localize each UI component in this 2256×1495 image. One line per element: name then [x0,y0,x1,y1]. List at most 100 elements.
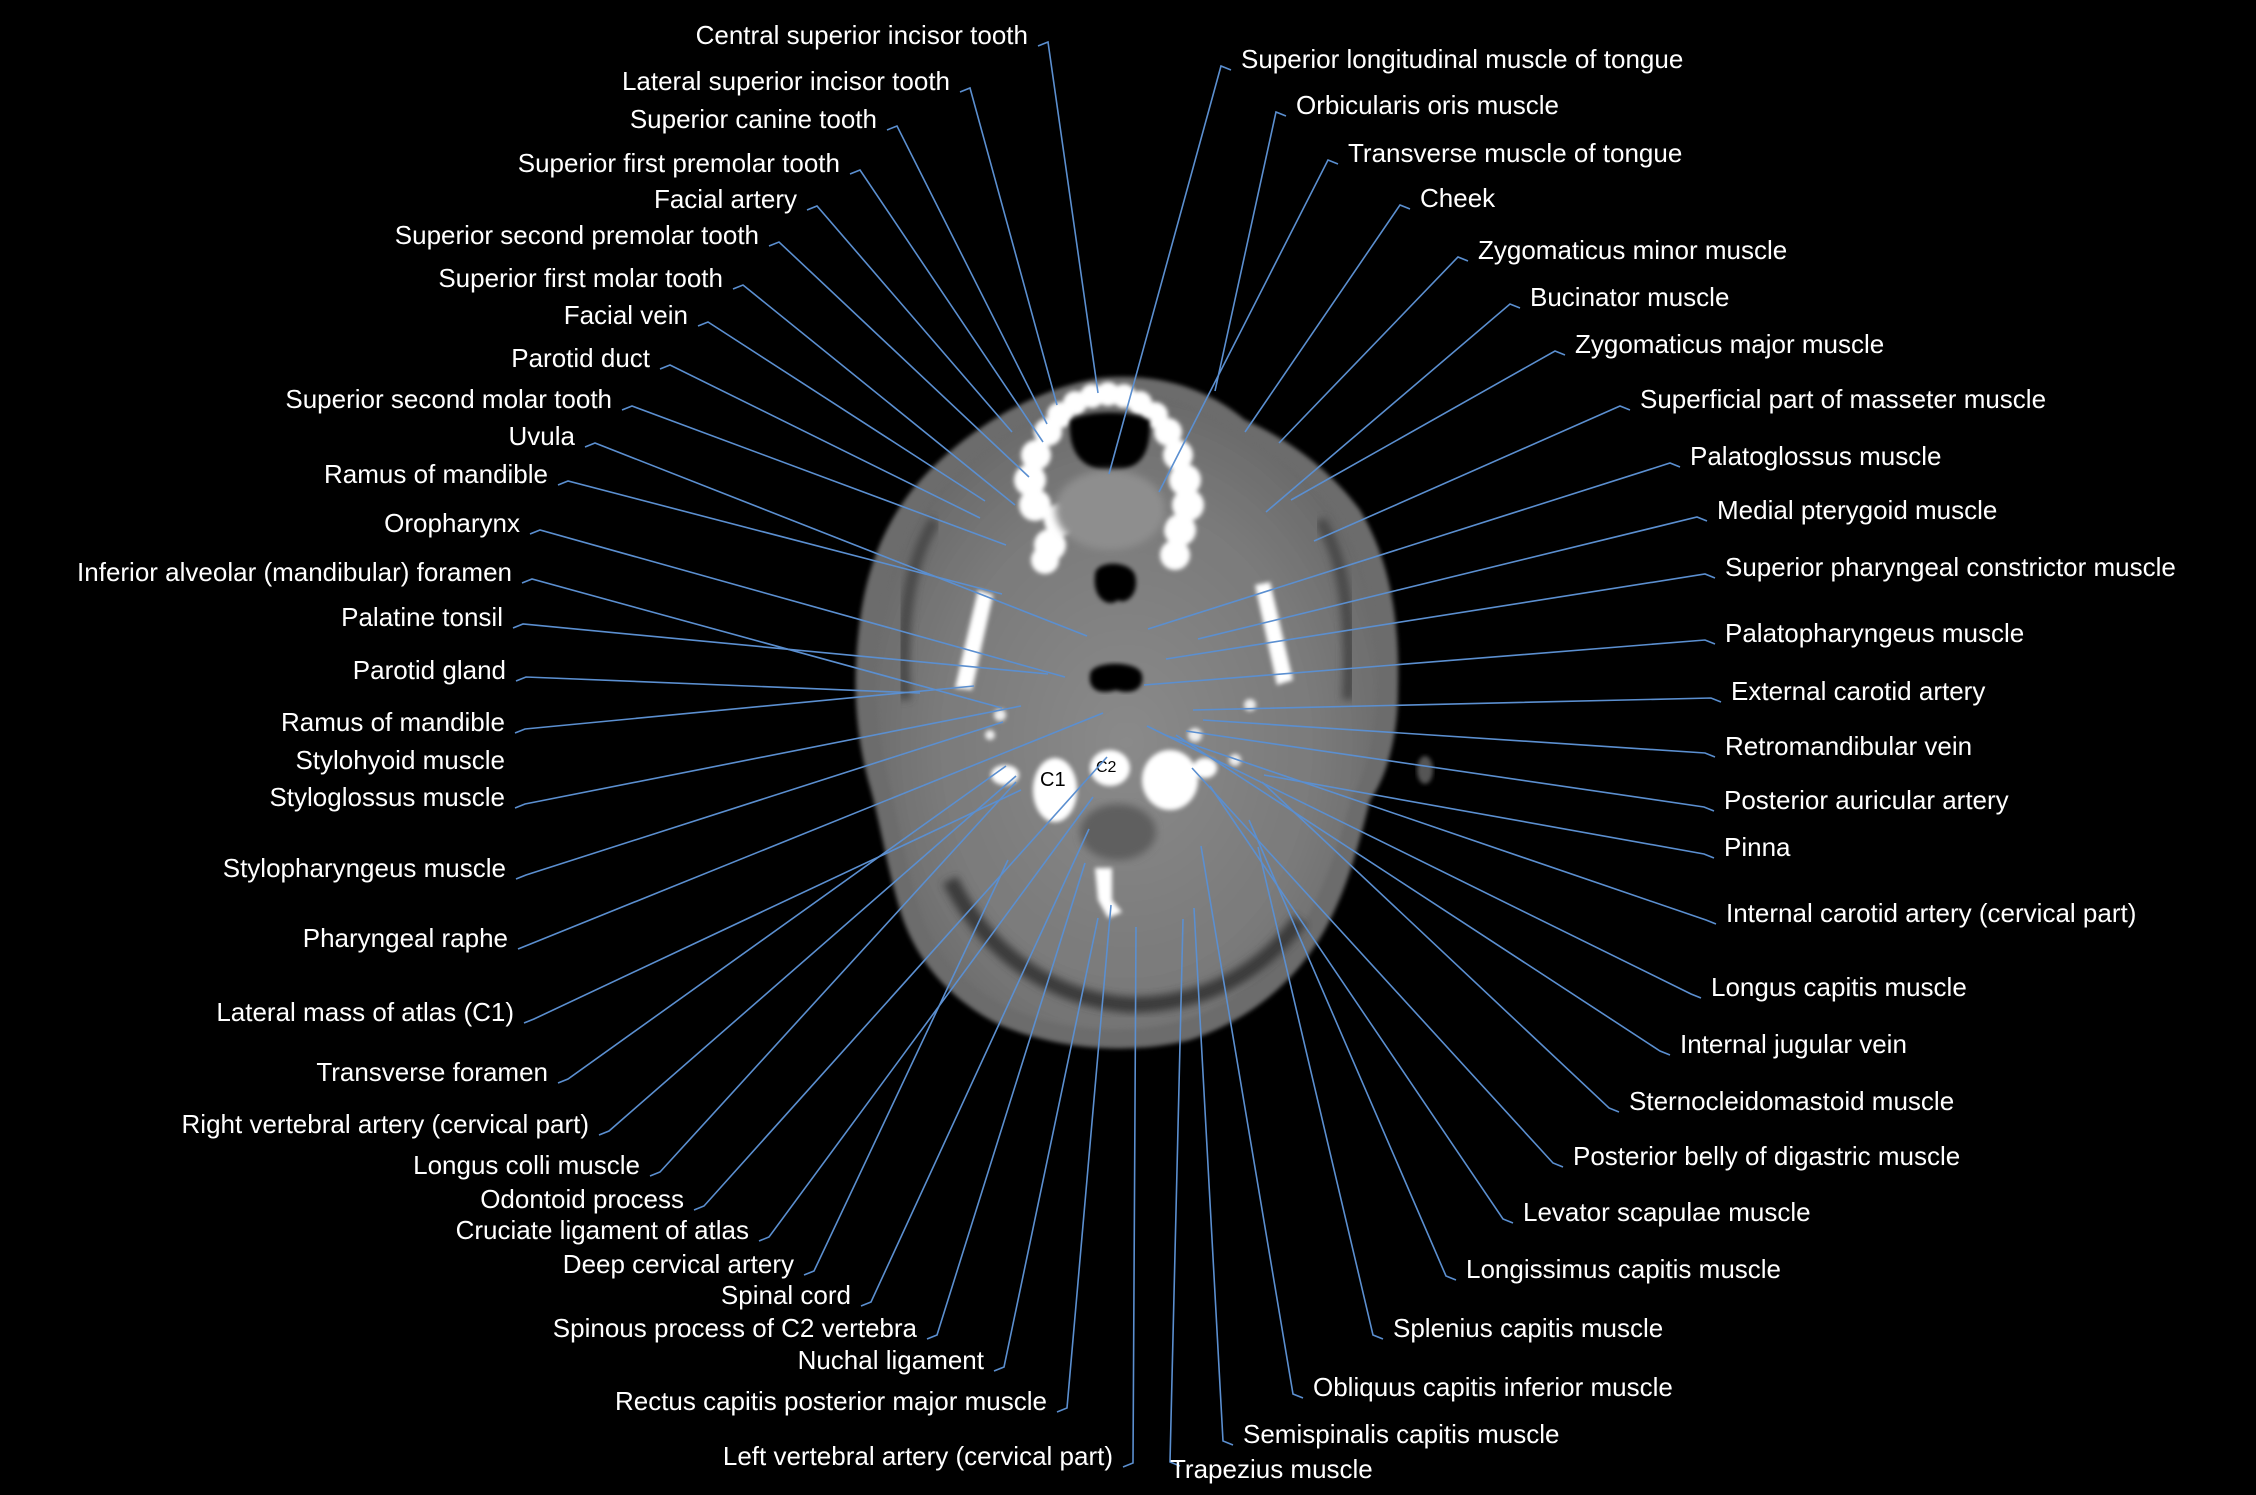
leader-line-superior-canine-tooth [886,124,1048,425]
label-styloglossus-muscle: Styloglossus muscle [269,782,505,812]
leader-line-spinal-cord [860,828,1090,1307]
leader-line-right-vertebral-artery-cervical-part [598,775,1017,1136]
label-stylohyoid-muscle: Stylohyoid muscle [295,745,505,775]
label-lateral-mass-of-atlas-c1: Lateral mass of atlas (C1) [216,997,514,1027]
label-palatopharyngeus-muscle: Palatopharyngeus muscle [1725,618,2025,648]
label-transverse-foramen: Transverse foramen [316,1057,548,1087]
leader-line-deep-cervical-artery [803,859,1009,1276]
leader-line-palatoglossus-muscle [1147,462,1681,630]
label-palatoglossus-muscle: Palatoglossus muscle [1690,441,1942,471]
label-levator-scapulae-muscle: Levator scapulae muscle [1523,1197,1811,1227]
leader-line-inferior-alveolar-mandibular-foramen [521,578,1003,709]
label-obliquus-capitis-inferior-muscle: Obliquus capitis inferior muscle [1313,1372,1673,1402]
label-nuchal-ligament: Nuchal ligament [797,1345,984,1375]
leader-line-odontoid-process [693,756,1108,1211]
leader-line-cheek [1244,204,1411,433]
label-rectus-capitis-posterior-major-muscle: Rectus capitis posterior major muscle [614,1386,1047,1416]
leader-line-transverse-muscle-of-tongue [1158,158,1339,493]
label-longus-colli-muscle: Longus colli muscle [413,1150,640,1180]
label-superior-second-molar-tooth: Superior second molar tooth [285,384,612,414]
leader-line-superior-second-premolar-tooth [768,241,1030,478]
label-cruciate-ligament-of-atlas: Cruciate ligament of atlas [455,1215,749,1245]
label-superior-first-premolar-tooth: Superior first premolar tooth [517,148,840,178]
leader-line-medial-pterygoid-muscle [1197,516,1708,640]
label-right-vertebral-artery-cervical-part: Right vertebral artery (cervical part) [181,1109,589,1139]
label-zygomaticus-major-muscle: Zygomaticus major muscle [1575,329,1885,359]
head-cross-section: C1 C2 [855,376,1433,1049]
leader-line-longus-colli-muscle [649,781,1017,1177]
label-lateral-superior-incisor-tooth: Lateral superior incisor tooth [621,66,950,96]
leader-line-cruciate-ligament-of-atlas [758,796,1094,1242]
leader-line-parotid-gland [515,676,921,694]
leader-line-lateral-superior-incisor-tooth [959,86,1058,406]
label-trapezius-muscle: Trapezius muscle [1170,1454,1373,1484]
leader-line-spinous-process-of-c2-vertebra [926,862,1086,1340]
leader-line-superficial-part-of-masseter-muscle [1313,405,1631,542]
label-pinna: Pinna [1724,832,1791,862]
leader-line-retromandibular-vein [1202,719,1716,758]
leader-line-levator-scapulae-muscle [1209,785,1514,1224]
vertebra-label-c1: C1 [1040,769,1066,791]
label-odontoid-process: Odontoid process [480,1184,684,1214]
label-spinal-cord: Spinal cord [720,1280,851,1310]
label-superior-first-molar-tooth: Superior first molar tooth [438,263,723,293]
label-spinous-process-of-c2-vertebra: Spinous process of C2 vertebra [552,1313,917,1343]
leader-line-bucinator-muscle [1265,303,1521,513]
leader-line-uvula [584,442,1088,637]
label-superior-pharyngeal-constrictor-muscle: Superior pharyngeal constrictor muscle [1725,552,2176,582]
leader-line-external-carotid-artery [1192,697,1722,711]
label-superficial-part-of-masseter-muscle: Superficial part of masseter muscle [1640,384,2047,414]
label-internal-jugular-vein: Internal jugular vein [1680,1029,1907,1059]
label-internal-carotid-artery-cervical-part: Internal carotid artery (cervical part) [1726,898,2137,928]
label-medial-pterygoid-muscle: Medial pterygoid muscle [1717,495,1998,525]
label-facial-vein: Facial vein [563,300,688,330]
leader-line-zygomaticus-minor-muscle [1278,256,1469,444]
label-facial-artery: Facial artery [653,184,797,214]
label-parotid-duct: Parotid duct [511,343,650,373]
leader-line-facial-artery [806,205,1013,433]
leader-line-posterior-auricular-artery [1185,730,1715,812]
leader-line-longus-capitis-muscle [1146,725,1702,999]
leader-line-internal-carotid-artery-cervical-part [1164,734,1717,925]
label-posterior-belly-of-digastric-muscle: Posterior belly of digastric muscle [1573,1141,1961,1171]
label-deep-cervical-artery: Deep cervical artery [562,1249,794,1279]
leader-line-longissimus-capitis-muscle [1248,819,1457,1281]
leader-line-stylopharyngeus-muscle [515,721,1004,880]
leader-line-semispinalis-capitis-muscle [1193,907,1234,1446]
leader-lines [512,40,1722,1468]
label-superior-canine-tooth: Superior canine tooth [629,104,877,134]
leader-line-zygomaticus-major-muscle [1290,350,1566,501]
leader-line-posterior-belly-of-digastric-muscle [1191,767,1564,1168]
leader-line-sternocleidomastoid-muscle [1261,781,1620,1113]
leader-line-lateral-mass-of-atlas-c1 [523,789,1022,1024]
leader-line-transverse-foramen [557,765,1007,1084]
leader-line-superior-second-molar-tooth [621,405,1007,546]
label-external-carotid-artery: External carotid artery [1731,676,1986,706]
leader-line-palatine-tonsil [512,623,1049,675]
leader-line-ramus-of-mandible [514,685,975,734]
leader-line-rectus-capitis-posterior-major-muscle [1056,904,1112,1413]
leader-line-parotid-duct [659,364,981,519]
leader-line-central-superior-incisor-tooth [1037,40,1099,394]
label-cheek: Cheek [1420,183,1496,213]
label-palatine-tonsil: Palatine tonsil [341,602,503,632]
leader-line-nuchal-ligament [993,917,1099,1372]
leader-line-styloglossus-muscle [514,705,1022,809]
leader-line-trapezius-muscle [1169,918,1184,1467]
vertebra-label-c2: C2 [1096,759,1117,776]
leader-line-superior-pharyngeal-constrictor-muscle [1165,573,1716,660]
label-transverse-muscle-of-tongue: Transverse muscle of tongue [1348,138,1683,168]
leader-line-superior-first-premolar-tooth [849,169,1044,443]
label-splenius-capitis-muscle: Splenius capitis muscle [1393,1313,1664,1343]
label-pharyngeal-raphe: Pharyngeal raphe [302,923,508,953]
label-ramus-of-mandible: Ramus of mandible [324,459,548,489]
label-semispinalis-capitis-muscle: Semispinalis capitis muscle [1243,1419,1560,1449]
leader-line-ramus-of-mandible [557,480,1003,595]
leader-line-palatopharyngeus-muscle [1143,639,1716,686]
leader-line-pharyngeal-raphe [517,712,1104,950]
dental-arch [1014,382,1204,574]
leader-line-orbicularis-oris-muscle [1214,110,1287,392]
label-stylopharyngeus-muscle: Stylopharyngeus muscle [222,853,506,883]
